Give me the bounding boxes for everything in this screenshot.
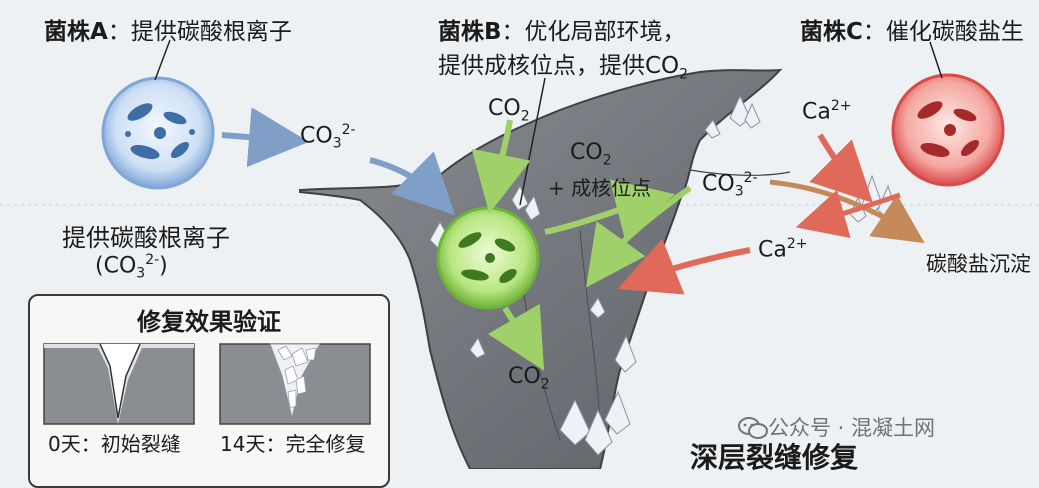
strain-b-cell — [436, 206, 540, 310]
arrow-co3-to-crack-green — [586, 185, 692, 288]
arrow-nucleation-out — [544, 179, 676, 238]
strain-a-cell — [101, 76, 215, 190]
strain-c-cell — [891, 73, 1005, 187]
strain-a-title: 菌株A：提供碳酸根离子 — [44, 12, 292, 46]
crack-line — [579, 229, 601, 421]
nucleation-co2-label: CO2 — [570, 140, 612, 169]
repaired-crack-panel — [219, 343, 371, 425]
arrow-co2-in — [471, 119, 531, 214]
strain-a-desc-formula: (CO32-) — [95, 252, 168, 282]
pointer-line — [929, 41, 943, 79]
verification-title: 修复效果验证 — [137, 308, 281, 336]
carbonate-ion-label: CO32- — [702, 170, 758, 200]
pointer-line — [154, 39, 171, 81]
arrow-c-to-co3 — [795, 189, 901, 238]
wechat-icon — [738, 417, 768, 439]
arrow-a-to-co3 — [221, 107, 309, 168]
verification-panels — [43, 343, 371, 425]
nucleation-sites-label: + 成核位点 — [548, 176, 652, 200]
ca-ion-label-top: Ca2+ — [802, 98, 852, 125]
carbonate-precipitate-label: 碳酸盐沉淀 — [926, 252, 1031, 276]
co2-in-label: CO2 — [488, 96, 530, 125]
diagram-canvas: 菌株A：提供碳酸根离子 CO32- 提供碳酸根离子 (CO32-) 菌株B：优化… — [0, 12, 1039, 488]
strain-c-title: 菌株C：催化碳酸盐生 — [800, 19, 1024, 45]
crack-line — [689, 169, 791, 176]
initial-crack-caption: 0天：初始裂缝 — [48, 432, 181, 456]
strain-b-title: 菌株B：优化局部环境， — [438, 19, 686, 45]
strain-b-title-line2: 提供成核位点，提供CO2 — [438, 53, 689, 83]
strain-a-title-bold: 菌株A — [44, 19, 108, 45]
watermark: 公众号 · 混凝土网 — [738, 412, 935, 442]
arrow-ca-to-crack — [617, 238, 751, 295]
deep-crack-repair-label: 深层裂缝修复 — [690, 441, 859, 474]
repaired-crack-caption: 14天：完全修复 — [220, 432, 366, 456]
strain-a-product-label: CO32- — [300, 122, 356, 152]
watermark-text: 公众号 · 混凝土网 — [768, 416, 936, 440]
diagram-graphics — [0, 39, 1039, 469]
ca-ion-label-bottom: Ca2+ — [758, 236, 808, 263]
co2-out-label: CO2 — [508, 364, 550, 393]
arrow-ca-down — [809, 133, 873, 203]
strain-a-desc: 提供碳酸根离子 — [62, 224, 230, 252]
arrow-co3-to-crack — [369, 151, 455, 215]
arrow-co2-out — [487, 303, 545, 371]
initial-crack-panel — [43, 343, 195, 425]
verification-card: 修复效果验证 0天：初始裂缝 — [28, 294, 390, 488]
strain-a-title-rest: ：提供碳酸根离子 — [107, 19, 292, 45]
